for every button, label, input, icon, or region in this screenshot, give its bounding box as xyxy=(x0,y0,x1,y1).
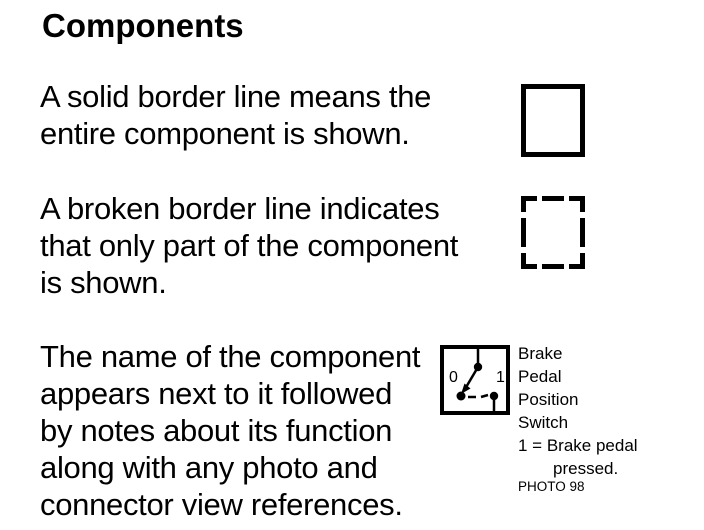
switch-border xyxy=(440,345,510,415)
switch-lever-arrowhead xyxy=(461,383,471,394)
component-note: Brake Pedal Position Switch 1 = Brake pe… xyxy=(518,342,698,480)
component-state-note: 1 = Brake pedal xyxy=(518,436,638,455)
paragraph-component-name: The name of the component appears next t… xyxy=(40,339,421,522)
switch-label-1: 1 xyxy=(496,369,505,386)
paragraph-solid-border: A solid border line means the entire com… xyxy=(40,79,432,151)
switch-lever xyxy=(463,366,480,390)
switch-contact-0 xyxy=(456,391,466,401)
page-title: Components xyxy=(42,7,244,44)
switch-dash-2 xyxy=(480,393,489,399)
component-name-label: Brake Pedal Position Switch xyxy=(518,344,579,432)
brake-pedal-switch-symbol: 0 1 xyxy=(440,345,510,415)
paragraph-broken-border: A broken border line indicates that only… xyxy=(40,191,459,300)
broken-border-symbol xyxy=(521,196,585,269)
component-state-note-continued: pressed. xyxy=(553,459,619,478)
switch-label-0: 0 xyxy=(449,369,458,386)
solid-border-symbol xyxy=(521,84,585,157)
photo-reference: PHOTO 98 xyxy=(518,479,585,494)
